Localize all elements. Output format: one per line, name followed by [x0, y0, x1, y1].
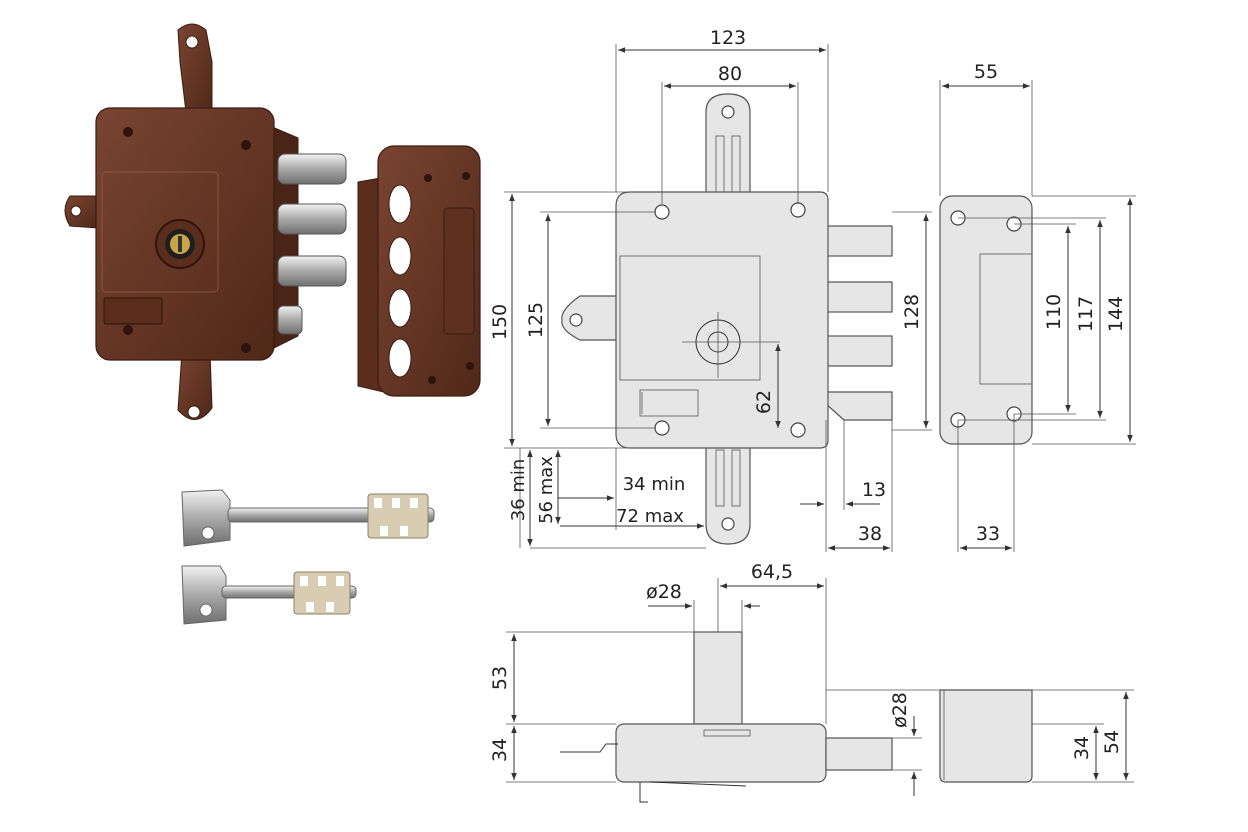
- dim-cylinder-offset: 64,5: [751, 561, 793, 583]
- dim-keeper-height-inner: 110: [1043, 294, 1065, 330]
- dim-backset-min: 36 min: [508, 459, 529, 522]
- dim-keeper-width: 55: [974, 61, 998, 83]
- dim-backset-max: 56 max: [536, 456, 557, 524]
- dim-keeper-depth: 34: [1071, 736, 1093, 760]
- dim-bolt-projection: 38: [858, 523, 882, 545]
- dim-front-height-total: 150: [489, 304, 511, 340]
- dim-front-height-holes: 125: [525, 302, 547, 338]
- dim-front-width-holes: 80: [718, 63, 742, 85]
- key-icon: [181, 489, 435, 547]
- dim-keeper-height-mid: 117: [1075, 296, 1097, 332]
- front-view: [504, 44, 932, 552]
- dim-keeper-hole-spacing: 33: [976, 523, 1000, 545]
- dim-front-width-total: 123: [710, 27, 746, 49]
- dim-door-min: 34 min: [623, 474, 686, 495]
- keeper-view: [939, 80, 1136, 552]
- dim-bolt-diameter: ø28: [889, 692, 911, 728]
- dim-cylinder-length: 53: [489, 666, 511, 690]
- dim-keeper-height-total: 144: [1105, 296, 1127, 332]
- dim-door-max: 72 max: [616, 506, 684, 527]
- side-view: [506, 578, 1134, 803]
- key-icon: [181, 565, 357, 625]
- dim-cylinder-diameter: ø28: [646, 581, 682, 603]
- dim-case-depth: 34: [489, 738, 511, 762]
- dim-keeper-total-depth: 54: [1101, 730, 1123, 754]
- lock-icon: [64, 23, 347, 420]
- dim-front-bolts-span: 128: [901, 294, 923, 330]
- keeper-icon: [357, 145, 481, 397]
- dim-front-key-center: 62: [753, 390, 775, 414]
- dim-latch: 13: [862, 479, 886, 501]
